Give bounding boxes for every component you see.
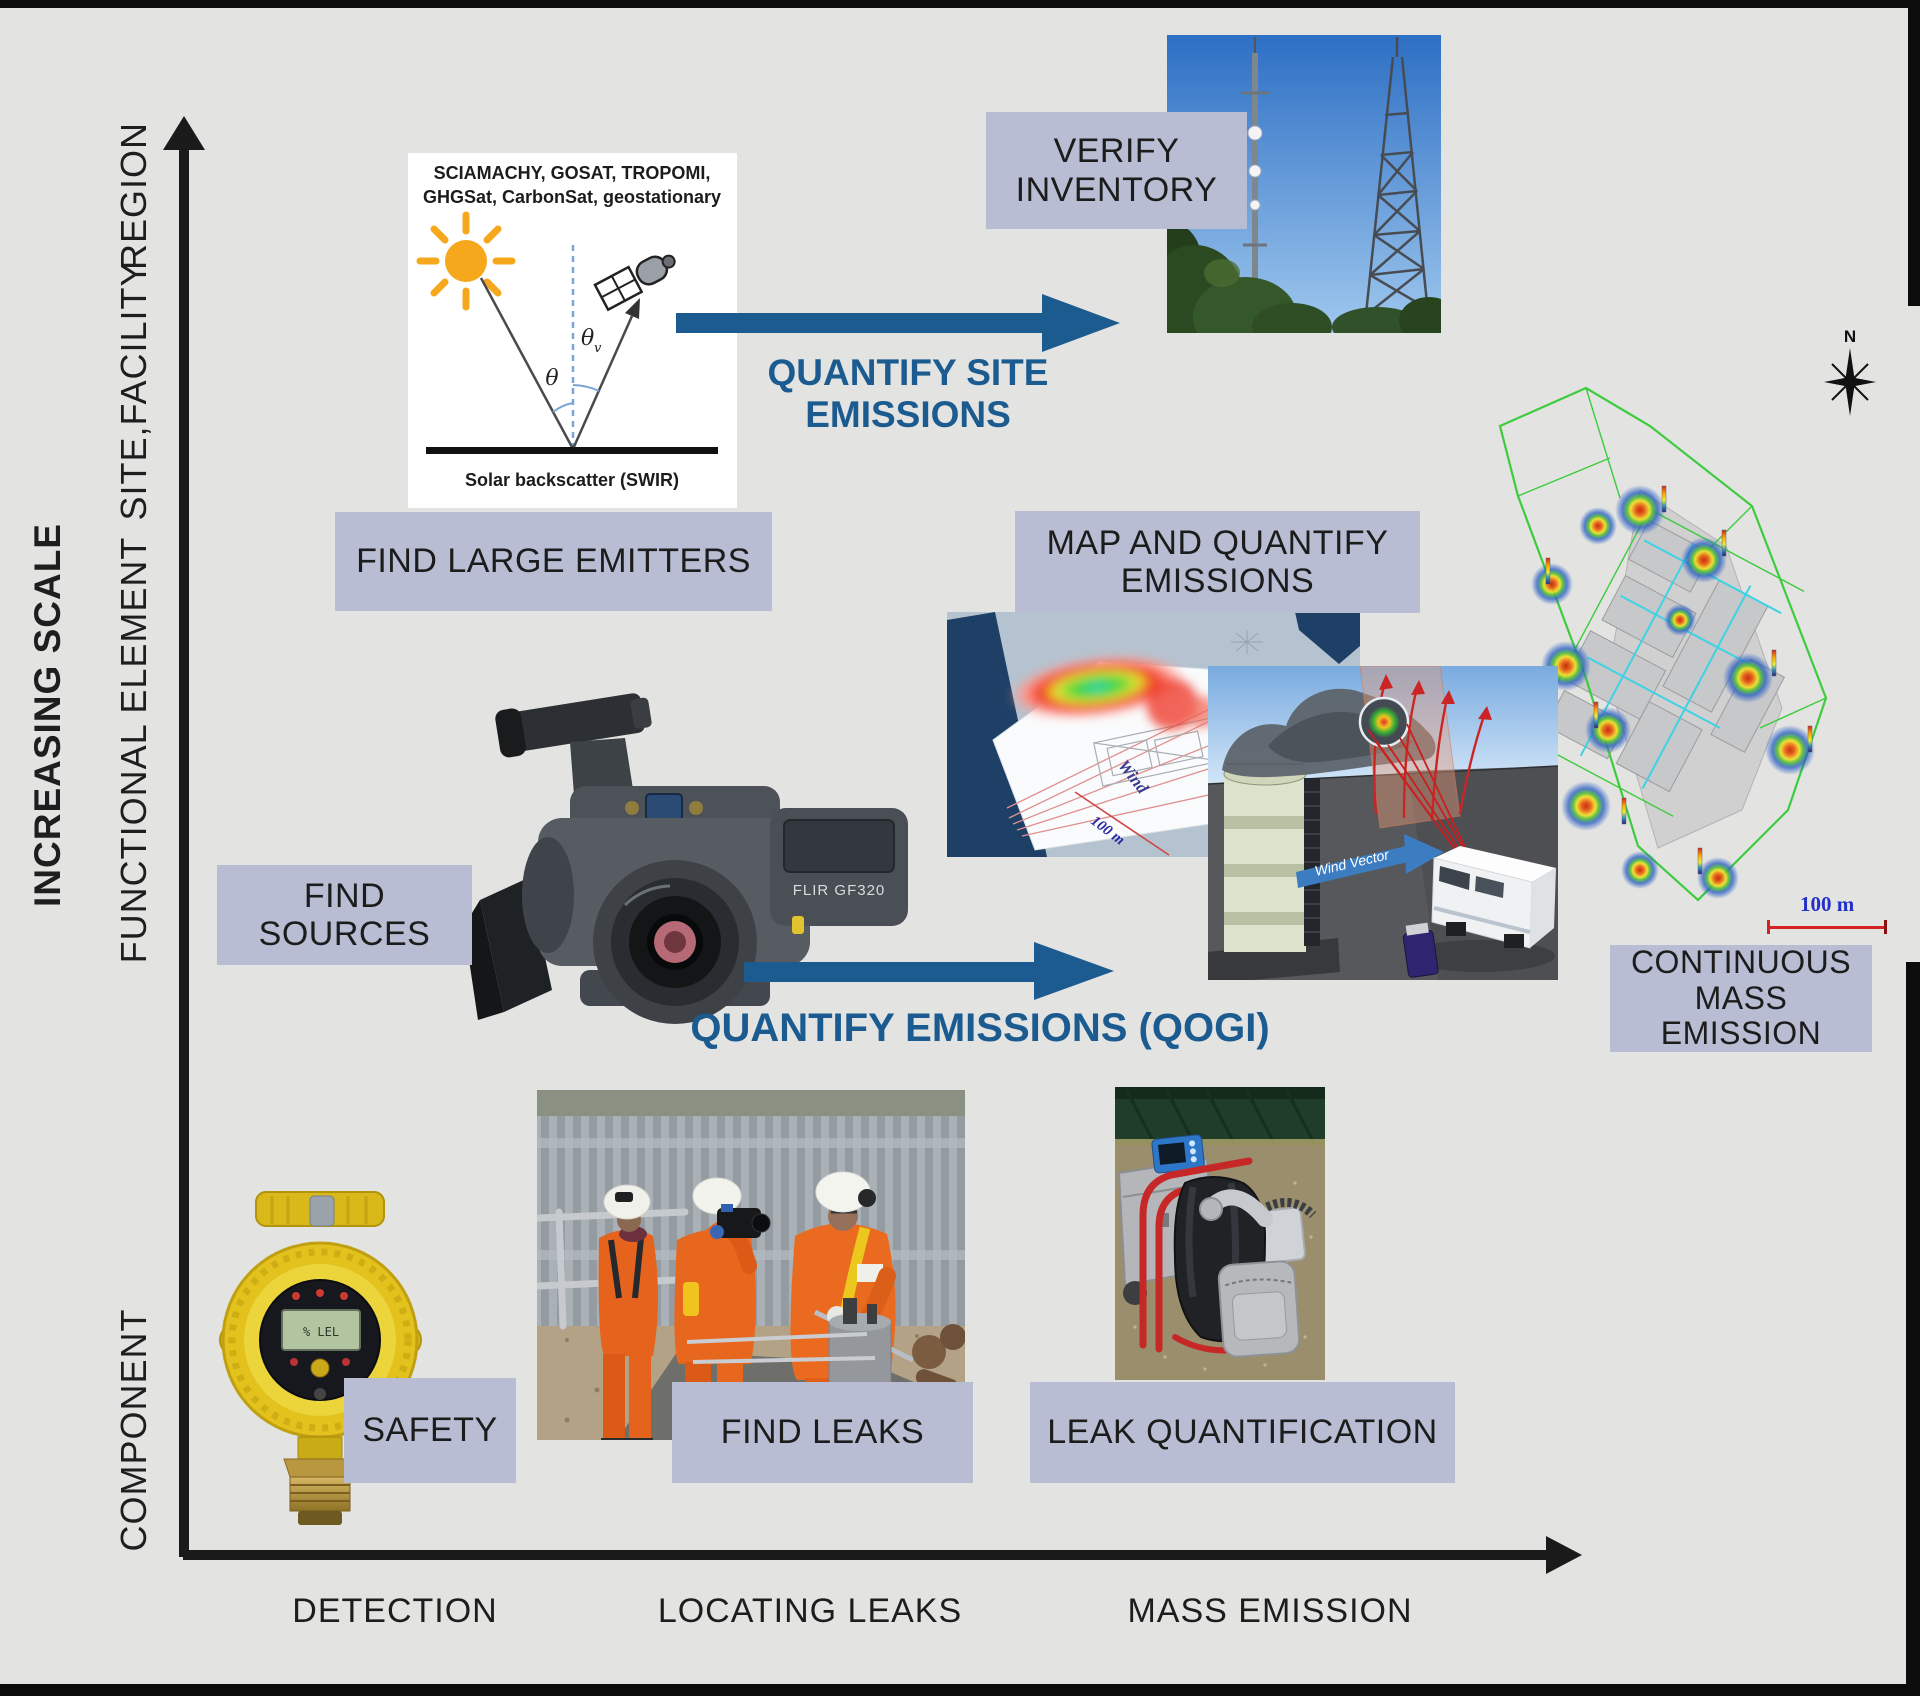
plume-heat-cloud — [1009, 655, 1218, 730]
compass-north-label: N — [1844, 327, 1856, 346]
blue-monitor-device — [1151, 1134, 1205, 1174]
detector-neck — [297, 1436, 343, 1460]
x-axis-label-mass-emission: MASS EMISSION — [1127, 1592, 1413, 1630]
frame-bottom-bar — [0, 1684, 1920, 1696]
y-axis-title: INCREASING SCALE — [27, 523, 68, 907]
laser-beams — [1367, 723, 1471, 865]
backpack-analyzer-photo — [1115, 1087, 1325, 1380]
x-axis-arrowhead-icon — [1546, 1536, 1582, 1574]
callout-find-large-emitters: FIND LARGE EMITTERS — [335, 512, 772, 611]
compass-art: N — [1824, 327, 1876, 416]
site-heatmap-plan-art — [1498, 386, 1828, 902]
detector-logo-button — [310, 1358, 330, 1378]
camera-side-pod: FLIR GF320 — [770, 808, 908, 926]
site-map-scale-tick-left — [1767, 920, 1770, 934]
handheld-ogi-camera-icon — [717, 1208, 761, 1238]
camera-lens-icon — [593, 860, 757, 1024]
callout-safety: SAFETY — [344, 1378, 516, 1483]
storage-tank-icon — [1223, 762, 1320, 952]
frame-right-top-bar — [1908, 0, 1920, 306]
camera-lamp-left — [625, 801, 639, 815]
callout-find-leaks: FIND LEAKS — [672, 1382, 973, 1483]
y-axis-arrowhead-icon — [163, 116, 205, 150]
x-axis-label-locating-leaks: LOCATING LEAKS — [657, 1592, 963, 1630]
ogi-camera-photo: FLIR GF320 — [420, 690, 910, 1040]
compass-icon: N — [1822, 326, 1878, 418]
y-axis-label-functional-element: FUNCTIONAL ELEMENT — [113, 536, 154, 964]
satellite-diagram-art: SCIAMACHY, GOSAT, TROPOMI, GHGSat, Carbo… — [416, 163, 721, 490]
satellite-ground-label: Solar backscatter (SWIR) — [465, 470, 679, 490]
sun-icon — [416, 211, 516, 311]
view-angle-label: θ — [581, 326, 594, 351]
x-axis-line — [183, 1550, 1549, 1560]
y-axis-label-region: REGION — [113, 121, 154, 271]
camera-sensor-window — [645, 793, 683, 823]
view-beam-arrowhead-icon — [625, 298, 640, 319]
frame-right-bottom-bar — [1906, 962, 1920, 1684]
quantify-site-emissions-label: QUANTIFY SITE EMISSIONS — [767, 352, 1049, 435]
detector-lcd-label: % LEL — [303, 1325, 339, 1339]
view-angle-arc — [572, 384, 600, 392]
worker-left — [598, 1184, 658, 1440]
callout-map-and-quantify-emissions: MAP AND QUANTIFY EMISSIONS — [1015, 511, 1420, 613]
solar-angle-label: θ — [545, 366, 558, 391]
frame-top-bar — [0, 0, 1920, 8]
satellite-caption-line2: GHGSat, CarbonSat, geostationary — [423, 187, 721, 207]
quantify-site-emissions-arrow-icon — [676, 292, 1122, 354]
quantify-emissions-qogi-arrow-icon — [744, 940, 1116, 1002]
backpack-analyzer-art — [1115, 1087, 1325, 1380]
view-beam-line — [571, 315, 634, 450]
survey-truck-icon — [1405, 846, 1556, 972]
quantify-emissions-qogi-label: QUANTIFY EMISSIONS (QOGI) — [690, 1006, 1270, 1050]
ground-line — [426, 447, 718, 454]
manifold-pipes — [686, 1332, 876, 1364]
view-angle-subscript: v — [594, 341, 602, 356]
site-map-scale-tick-right — [1884, 920, 1887, 934]
trees — [1167, 223, 1441, 333]
ear-defender-icon — [858, 1189, 876, 1207]
satellite-icon — [593, 254, 676, 312]
plume-map-compass-icon — [1231, 630, 1263, 654]
callout-leak-quantification: LEAK QUANTIFICATION — [1030, 1382, 1455, 1483]
detector-clip — [309, 1195, 335, 1227]
plume-map-right-wedge — [1295, 612, 1360, 664]
wind-vector-scene-art: Wind Vector — [1208, 666, 1558, 980]
solar-angle-arc — [552, 402, 574, 413]
updraft-arrowheads — [1379, 674, 1492, 720]
y-axis-label-site-facility: SITE,FACILITY — [113, 261, 154, 521]
gray-pouch — [1217, 1260, 1301, 1358]
site-roads — [1517, 387, 1827, 729]
detector-lcd — [281, 1309, 361, 1351]
camera-brand-label: FLIR GF320 — [793, 882, 886, 899]
corrugated-hose — [1265, 1198, 1317, 1219]
callout-verify-inventory: VERIFY INVENTORY — [986, 112, 1247, 229]
satellite-caption-line1: SCIAMACHY, GOSAT, TROPOMI, — [434, 163, 711, 183]
callout-find-sources: FIND SOURCES — [217, 865, 472, 965]
site-map-scale-bar — [1768, 926, 1886, 929]
sun-beam-line — [479, 277, 575, 450]
spectrometer-unit — [1402, 922, 1439, 978]
detector-sensor-tip — [298, 1511, 342, 1525]
headlamp-icon — [615, 1192, 633, 1202]
camera-yellow-button — [792, 916, 804, 934]
camera-lamp-right — [689, 801, 703, 815]
camera-viewfinder — [495, 693, 652, 758]
site-map-scale-label: 100 m — [1800, 892, 1855, 916]
site-boundary — [1498, 386, 1828, 902]
y-axis-line — [179, 148, 189, 1557]
hotspot-colorbars — [1545, 485, 1813, 875]
x-axis-label-detection: DETECTION — [292, 1592, 498, 1630]
wind-vector-scene-image: Wind Vector — [1208, 666, 1558, 980]
antenna-mast-icon — [1241, 37, 1269, 333]
y-axis-label-component: COMPONENT — [113, 1308, 154, 1552]
ogi-camera-art: FLIR GF320 — [464, 693, 908, 1024]
site-heatmap-plan-image — [1490, 378, 1835, 903]
camera-grip — [522, 837, 574, 953]
callout-continuous-mass-emission: CONTINUOUS MASS EMISSION — [1610, 944, 1872, 1052]
plume-map-sightlines — [1006, 675, 1314, 837]
plume-scale-line — [1074, 791, 1170, 856]
retro-reflector-heat — [1368, 706, 1400, 738]
plume-map-building-outline — [1093, 717, 1221, 787]
